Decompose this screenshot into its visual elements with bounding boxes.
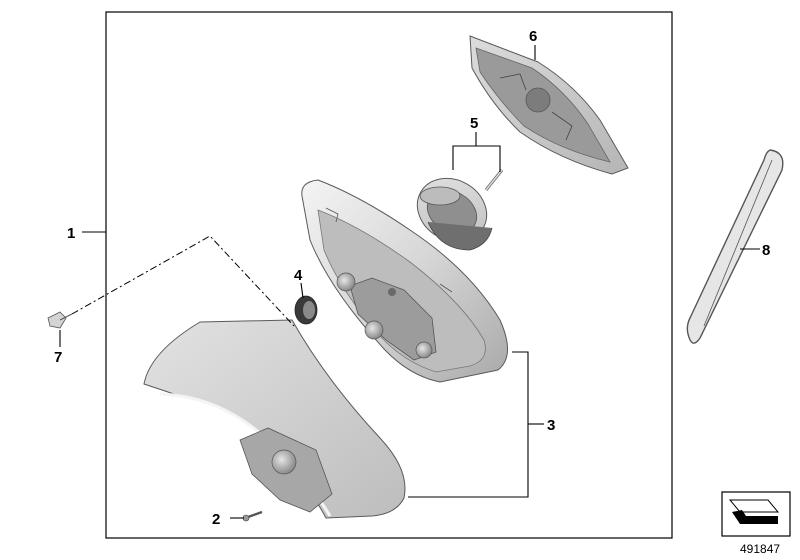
callout-1: 1 [67, 225, 75, 242]
mirror-cover-part [143, 319, 406, 519]
assembly-path-dash [71, 235, 295, 327]
leader-5-bracket [452, 145, 501, 172]
callout-6: 6 [529, 28, 537, 45]
arrow-icon [732, 510, 778, 524]
reference-box [721, 491, 791, 537]
clip-part [47, 311, 73, 329]
mirror-housing-part [301, 179, 508, 383]
actuator-part [416, 177, 493, 251]
mirror-glass-part [469, 35, 629, 175]
callout-3: 3 [547, 417, 555, 434]
grommet-part [294, 295, 318, 325]
callout-4: 4 [294, 267, 303, 284]
cable-tie-part [686, 149, 784, 344]
callout-8: 8 [762, 242, 770, 259]
callout-2: 2 [212, 511, 220, 528]
assembly-frame [105, 11, 673, 539]
callout-7: 7 [54, 349, 62, 366]
callout-5: 5 [470, 115, 478, 132]
screw-part [242, 510, 263, 522]
reference-number: 491847 [740, 542, 780, 556]
pin-part [484, 169, 504, 191]
leader-4 [300, 282, 304, 299]
